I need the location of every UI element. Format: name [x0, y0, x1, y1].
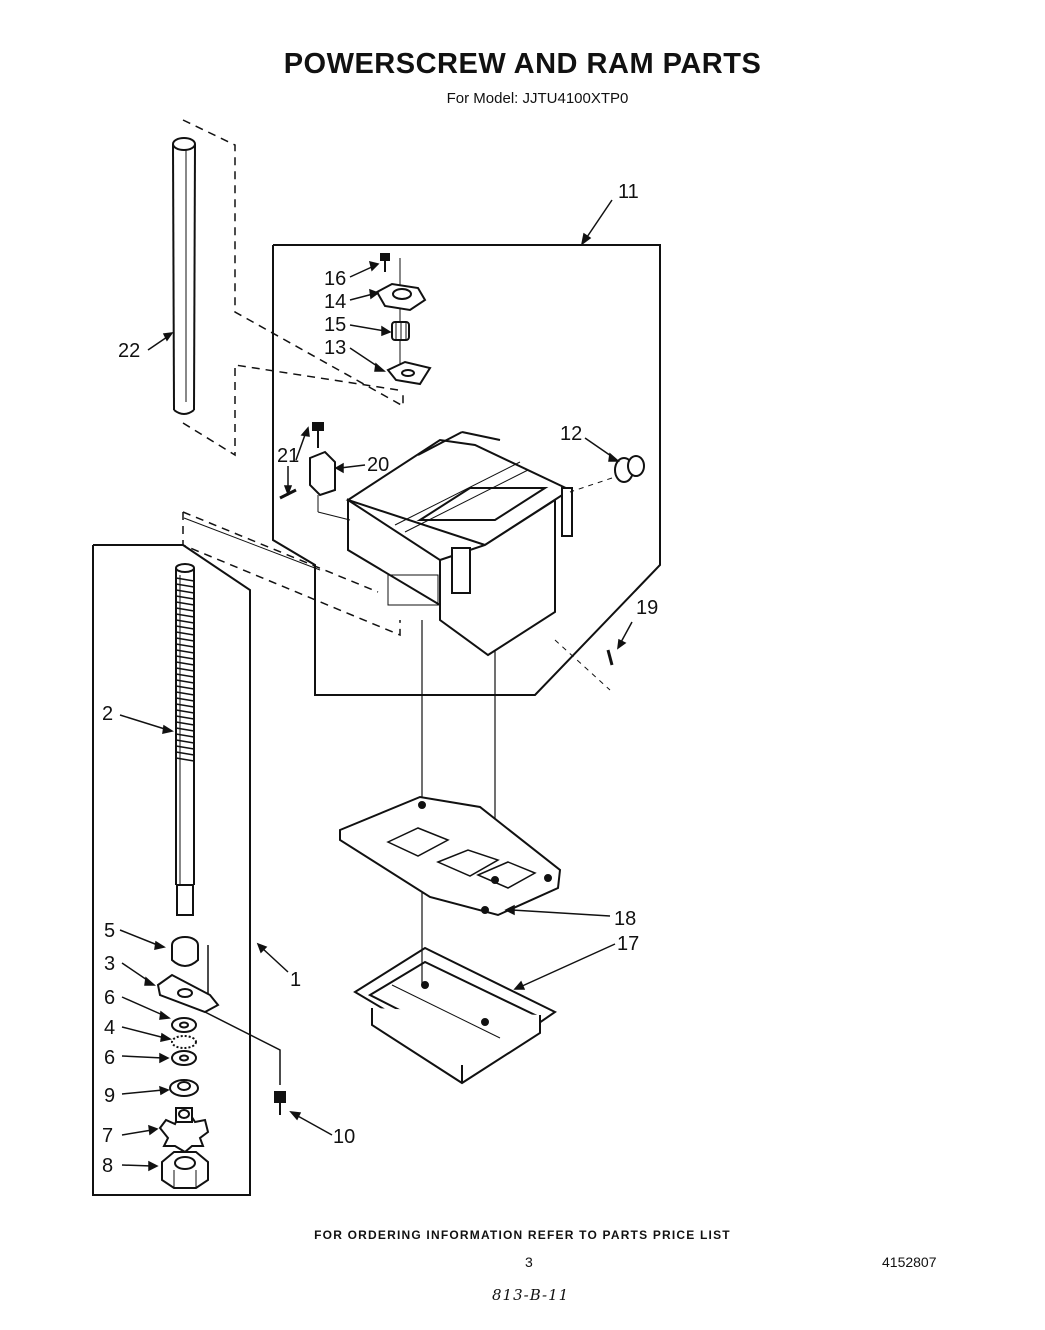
callout-21: 21 [277, 445, 299, 467]
thread-tick [175, 613, 195, 618]
thread-tick [175, 661, 195, 666]
part-13-plate [386, 360, 432, 386]
part-6-washer-top [171, 1017, 197, 1033]
thread-tick [175, 751, 195, 756]
part-8-nut [161, 1151, 209, 1189]
part-15-coupler [391, 321, 410, 341]
part-17-ram [353, 946, 557, 1085]
thread-tick [175, 733, 195, 738]
diagram-title: POWERSCREW AND RAM PARTS [283, 48, 762, 80]
thread-tick [175, 625, 195, 630]
ordering-info-footer: FOR ORDERING INFORMATION REFER TO PARTS … [314, 1228, 731, 1242]
part-16-screw [380, 253, 390, 272]
thread-tick [175, 721, 195, 726]
part-6-washer-bottom [171, 1050, 197, 1066]
thread-tick [175, 739, 195, 744]
thread-tick [175, 601, 195, 606]
callout-22: 22 [118, 340, 140, 362]
callout-8: 8 [102, 1155, 113, 1177]
thread-tick [175, 619, 195, 624]
callout-6-top: 6 [104, 987, 115, 1009]
thread-tick [175, 757, 195, 762]
part-19-pin [606, 649, 614, 666]
assembly-11-outline [272, 244, 661, 696]
callout-5: 5 [104, 920, 115, 942]
callout-1: 1 [290, 969, 301, 991]
part-18-gasket [339, 795, 562, 917]
callout-16: 16 [324, 268, 346, 290]
thread-tick [175, 679, 195, 684]
thread-tick [175, 673, 195, 678]
thread-tick [175, 709, 195, 714]
callout-18: 18 [614, 908, 636, 930]
part-4-bearing-washer [171, 1035, 197, 1049]
thread-tick [175, 745, 195, 750]
part-9-spacer [169, 1079, 199, 1097]
thread-tick [175, 715, 195, 720]
callout-4: 4 [104, 1017, 115, 1039]
thread-tick [175, 577, 195, 582]
thread-tick [175, 697, 195, 702]
thread-tick [175, 643, 195, 648]
callout-12: 12 [560, 423, 582, 445]
part-7-sprocket [158, 1107, 210, 1154]
part-2-powerscrew [175, 563, 195, 916]
thread-tick [175, 589, 195, 594]
callout-20: 20 [367, 454, 389, 476]
part-20-bracket [309, 450, 336, 497]
thread-tick [175, 703, 195, 708]
model-subtitle: For Model: JJTU4100XTP0 [446, 90, 629, 107]
callout-17: 17 [617, 933, 639, 955]
part-14-mount [375, 282, 427, 312]
leader-lines [119, 199, 633, 1172]
part-22-tube [172, 137, 196, 415]
callout-9: 9 [104, 1085, 115, 1107]
page-number: 3 [525, 1254, 533, 1270]
tube-bracket-dashed [182, 119, 404, 408]
thread-tick [175, 685, 195, 690]
part-3-plate [156, 973, 220, 1014]
callout-13: 13 [324, 337, 346, 359]
thread-tick [175, 631, 195, 636]
part-10-screw [274, 1091, 286, 1115]
callout-11: 11 [618, 181, 639, 203]
assembly-1-outline [92, 544, 251, 1196]
thread-tick [175, 637, 195, 642]
callout-10: 10 [333, 1126, 355, 1148]
thread-tick [175, 583, 195, 588]
thread-tick [175, 667, 195, 672]
callout-14: 14 [324, 291, 346, 313]
callout-7: 7 [102, 1125, 113, 1147]
thread-tick [175, 607, 195, 612]
callout-19: 19 [636, 597, 658, 619]
document-number: 4152807 [882, 1254, 937, 1270]
thread-tick [175, 595, 195, 600]
callout-6-bottom: 6 [104, 1047, 115, 1069]
callout-2: 2 [102, 703, 113, 725]
callout-15: 15 [324, 314, 346, 336]
ram-housing [345, 431, 573, 657]
thread-tick [175, 691, 195, 696]
thread-tick [175, 655, 195, 660]
callout-labels: 22 11 16 14 15 13 12 21 20 19 2 5 3 6 4 … [102, 181, 658, 1177]
powerscrew-threads [175, 577, 195, 762]
thread-tick [175, 727, 195, 732]
handwritten-note: 813-B-11 [492, 1286, 570, 1304]
thread-tick [175, 649, 195, 654]
part-12-cam [614, 455, 645, 483]
part-5-bearing [171, 936, 199, 967]
callout-3: 3 [104, 953, 115, 975]
